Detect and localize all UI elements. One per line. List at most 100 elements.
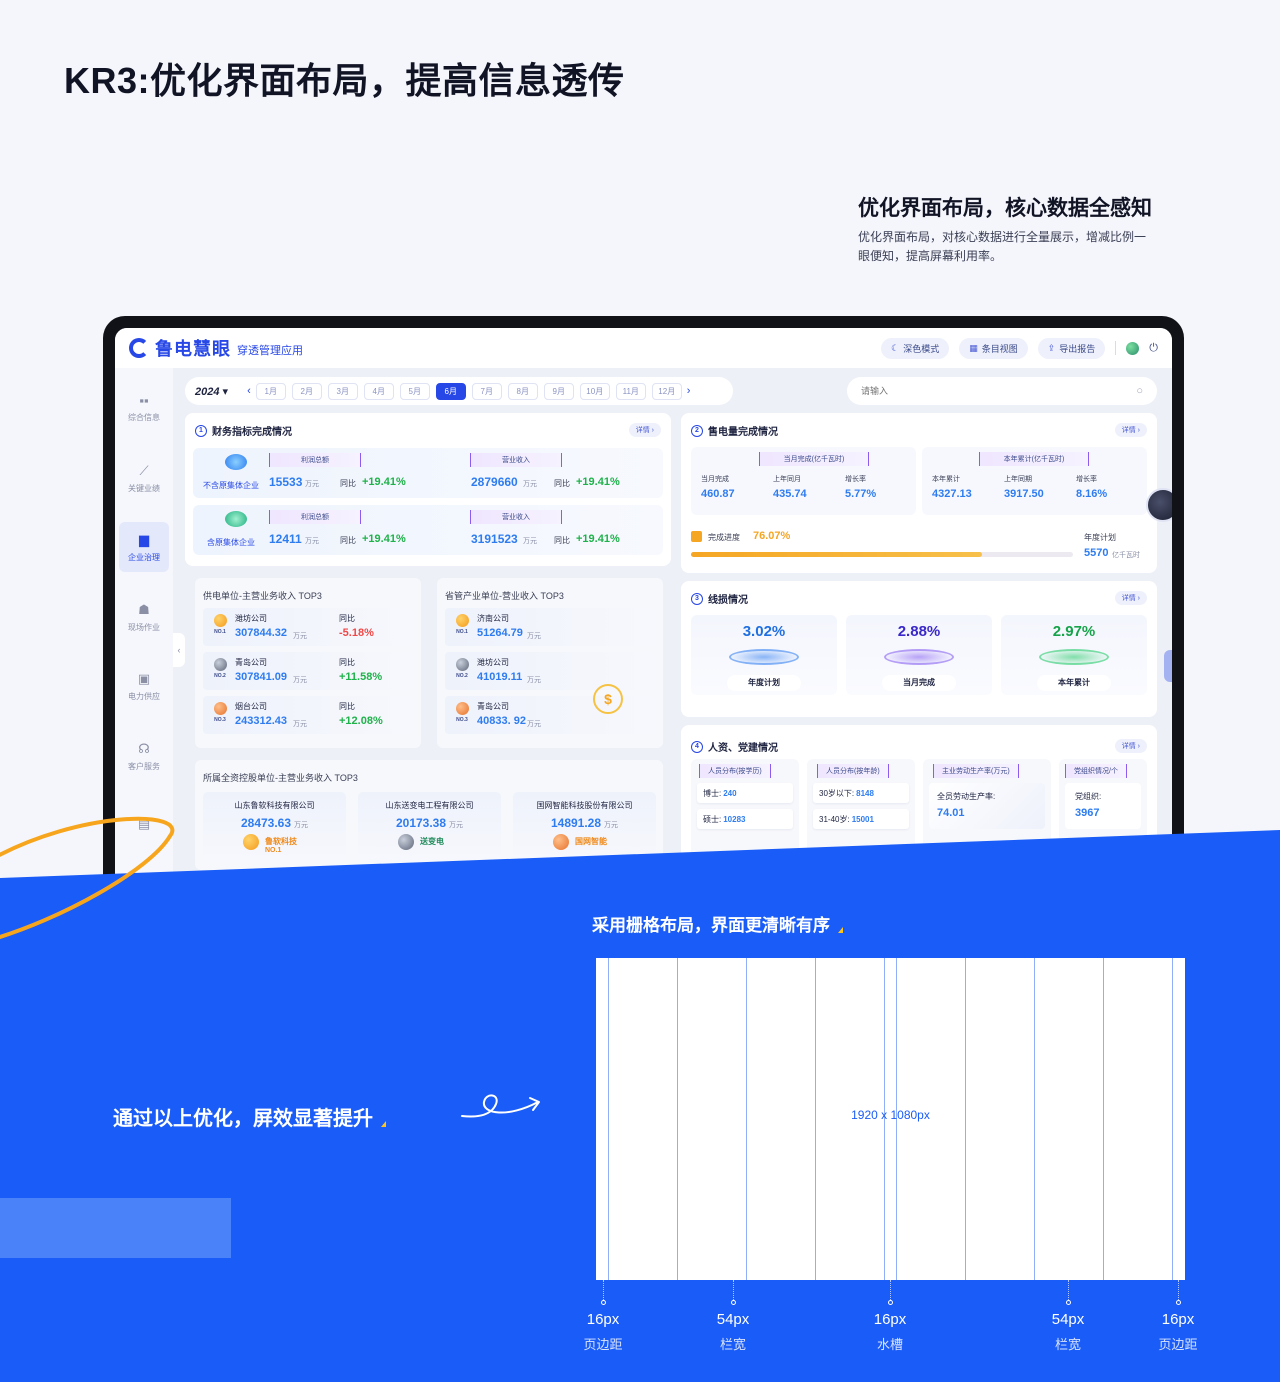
company-name: 青岛公司 <box>477 702 509 711</box>
decorative-block <box>0 1198 231 1258</box>
measure-label: 水槽 <box>876 1337 903 1352</box>
value-unit: 万元 <box>293 721 307 728</box>
finance-detail-link[interactable]: 详情 › <box>628 423 661 437</box>
month-button[interactable]: 7月 <box>471 382 502 400</box>
sidebar-collapse-button[interactable]: ‹ <box>173 633 185 667</box>
power-icon[interactable]: ⏻ <box>1149 341 1158 354</box>
grid-column-line <box>677 958 678 1280</box>
month-button[interactable]: 11月 <box>615 382 646 400</box>
medal-icon: NO.3 <box>451 702 473 728</box>
sales-detail-link[interactable]: 详情 › <box>1114 423 1147 437</box>
sidebar-item-power-supply[interactable]: ▣电力供应 <box>128 670 160 701</box>
month-button[interactable]: 9月 <box>543 382 574 400</box>
right-drawer-tab[interactable] <box>1164 650 1172 682</box>
month-button[interactable]: 6月 <box>435 382 466 400</box>
medal-badge <box>213 702 227 715</box>
measure-px: 54px <box>716 1311 750 1328</box>
measure-px: 16px <box>1161 1311 1195 1328</box>
month-button[interactable]: 3月 <box>327 382 358 400</box>
value-unit: 万元 <box>527 633 541 640</box>
list-item: 31-40岁:15001 <box>813 809 909 829</box>
rank-label: NO.1 <box>456 629 468 635</box>
caret-down-icon: ▾ <box>222 385 229 398</box>
headset-icon: ☊ <box>138 740 150 756</box>
year-select[interactable]: 2024 ▾ <box>195 385 229 398</box>
grid-column-line <box>1103 958 1104 1280</box>
company-name: 济南公司 <box>477 614 509 623</box>
grid-column-line <box>896 958 897 1280</box>
dark-mode-button[interactable]: ☾深色模式 <box>881 337 950 359</box>
loss-value: 2.97% <box>1052 623 1096 640</box>
medal-icon: NO.3 <box>209 702 231 728</box>
list-view-button[interactable]: ▦条目视图 <box>959 337 1028 359</box>
logo-icon <box>129 338 149 358</box>
company-value: 20173.38 <box>395 816 447 830</box>
yoy-value: -5.18% <box>339 627 374 639</box>
hr-edu-box: 人员分布(按学历) 博士:240 硕士:10283 <box>691 759 799 859</box>
pedestal-icon <box>1039 649 1109 665</box>
measure-tick <box>602 1280 604 1300</box>
hr-detail-link[interactable]: 详情 › <box>1114 739 1147 753</box>
month-button[interactable]: 1月 <box>255 382 286 400</box>
power-icon: ▣ <box>137 670 151 686</box>
pedestal-icon <box>884 649 954 665</box>
device-frame: 鲁电慧眼 穿透管理应用 ☾深色模式 ▦条目视图 ⇪导出报告 ⏻ ▪▪综合信息 ⟋… <box>103 316 1184 936</box>
medal-icon <box>243 834 259 850</box>
company-value: 28473.63 <box>240 816 292 830</box>
sidebar-item-overview[interactable]: ▪▪综合信息 <box>128 393 160 422</box>
assistant-robot-icon[interactable] <box>1146 488 1172 522</box>
grid-caption: 采用栅格布局，界面更清晰有序 <box>592 911 843 936</box>
month-button[interactable]: 4月 <box>363 382 394 400</box>
medal-icon: NO.1 <box>451 614 473 640</box>
prev-month-button[interactable]: ‹ <box>247 385 251 397</box>
grid-measure: 16px 页边距 <box>1118 1280 1238 1353</box>
value-unit: 万元 <box>527 677 541 684</box>
month-button[interactable]: 5月 <box>399 382 430 400</box>
measure-px: 16px <box>873 1311 907 1328</box>
measure-tick <box>732 1280 734 1300</box>
sidebar-item-governance[interactable]: ▆企业治理 <box>119 522 169 572</box>
month-button[interactable]: 2月 <box>291 382 322 400</box>
chevron-left-icon: ‹ <box>177 645 181 655</box>
rank-label: NO.1 <box>265 847 282 854</box>
medal-icon <box>398 834 414 850</box>
company-value: 14891.28 <box>550 816 602 830</box>
moon-icon: ☾ <box>891 342 900 353</box>
corner-mark-icon <box>838 927 843 933</box>
list-item: 博士:240 <box>697 783 793 803</box>
medal-badge <box>455 658 469 671</box>
export-report-button[interactable]: ⇪导出报告 <box>1037 337 1106 359</box>
rank-label: NO.2 <box>214 673 226 679</box>
grid-column-line <box>815 958 816 1280</box>
sidebar-item-field-work[interactable]: ☗现场作业 <box>128 601 160 632</box>
value-unit: 万元 <box>604 822 619 829</box>
stat-label: 增长率 <box>1076 476 1097 483</box>
month-button[interactable]: 8月 <box>507 382 538 400</box>
yoy-label: 同比 <box>339 702 355 711</box>
medal-icon: NO.2 <box>209 658 231 684</box>
summary-text: 通过以上优化，屏效显著提升 <box>113 1102 386 1131</box>
next-month-button[interactable]: › <box>686 385 691 397</box>
search-input[interactable] <box>861 386 1137 396</box>
month-button[interactable]: 10月 <box>579 382 610 400</box>
medal-badge <box>213 614 227 627</box>
loss-detail-link[interactable]: 详情 › <box>1114 591 1147 605</box>
company-value: 307844.32 <box>235 627 287 639</box>
measure-label: 页边距 <box>1158 1337 1198 1352</box>
sidebar-item-performance[interactable]: ⟋关键业绩 <box>128 462 160 493</box>
search-icon[interactable]: ○ <box>1136 385 1143 397</box>
measure-dot <box>887 1300 893 1305</box>
card-title: 线损情况 <box>708 595 748 606</box>
sidebar: ▪▪综合信息 ⟋关键业绩 ▆企业治理 ☗现场作业 ▣电力供应 ☊客户服务 ▤ <box>115 368 173 936</box>
corner-mark-icon <box>381 1121 386 1127</box>
sidebar-item-customer-service[interactable]: ☊客户服务 <box>128 740 160 771</box>
month-button[interactable]: 12月 <box>651 382 682 400</box>
globe-icon[interactable] <box>1126 341 1140 355</box>
dashboard-icon: ▪▪ <box>139 393 149 408</box>
